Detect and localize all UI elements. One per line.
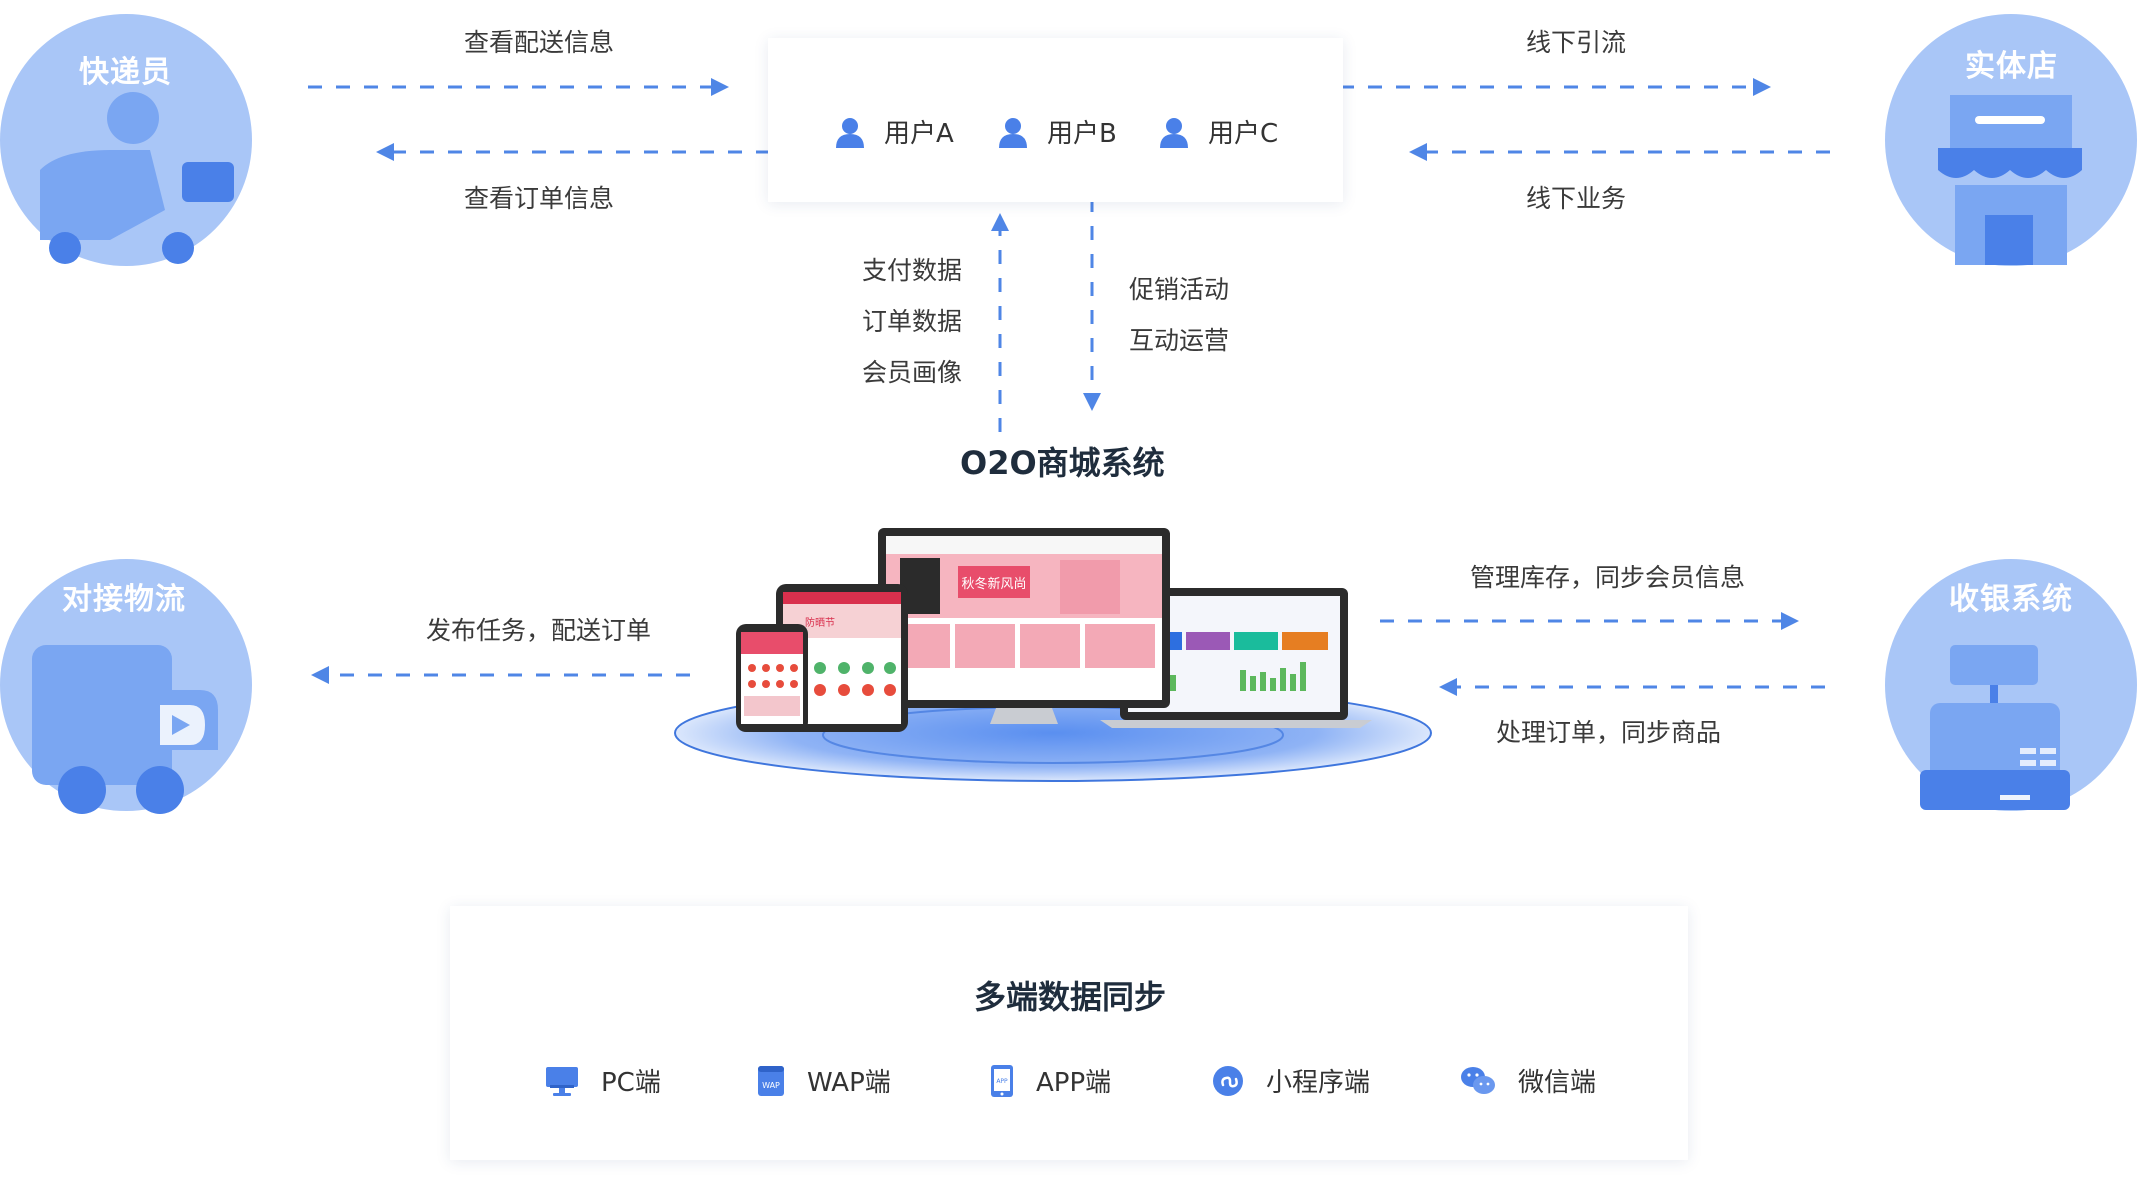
wechat-icon	[1461, 1066, 1495, 1094]
user-label: 用户B	[1047, 119, 1117, 149]
monitor-icon	[546, 1066, 578, 1096]
user-c: 用户C	[1158, 113, 1278, 150]
svg-text:APP: APP	[996, 1078, 1008, 1085]
label-view-orders: 查看订单信息	[464, 184, 615, 213]
user-icon	[1160, 117, 1188, 148]
label-process-orders: 处理订单，同步商品	[1496, 718, 1722, 747]
platform-mini-program: 小程序端	[1212, 1062, 1370, 1099]
platform-app: APP APP端	[990, 1062, 1111, 1099]
node-logistics-title: 对接物流	[62, 582, 186, 617]
label-offline-business: 线下业务	[1526, 184, 1627, 213]
monitor-device: 秋冬新风尚	[878, 528, 1170, 724]
label-offline-traffic: 线下引流	[1526, 28, 1627, 57]
platform-wechat: 微信端	[1460, 1062, 1596, 1099]
users-card: 用户A 用户B 用户C	[768, 38, 1343, 202]
label-manage-stock: 管理库存，同步会员信息	[1470, 563, 1746, 592]
system-title: O2O商城系统	[960, 444, 1165, 482]
platform-label: 小程序端	[1266, 1068, 1371, 1098]
platform-label: PC端	[601, 1068, 661, 1098]
node-courier-title: 快递员	[79, 55, 172, 90]
devices-illustration: 秋冬新风尚 防晒节	[736, 528, 1372, 732]
tablet-banner-text: 防晒节	[805, 616, 835, 629]
label-interaction: 互动运营	[1129, 326, 1230, 355]
node-store-title: 实体店	[1965, 49, 2058, 84]
label-view-delivery: 查看配送信息	[464, 28, 615, 57]
courier-illustration	[0, 14, 252, 266]
store-illustration	[1885, 14, 2137, 266]
label-promotion: 促销活动	[1129, 275, 1230, 304]
platform-label: WAP端	[807, 1068, 891, 1098]
platform-label: APP端	[1036, 1068, 1112, 1098]
platform-pc: PC端	[545, 1062, 661, 1099]
sync-card	[450, 906, 1688, 1160]
cash-register-illustration	[1885, 559, 2137, 811]
label-pay-data: 支付数据	[862, 256, 963, 285]
user-icon	[836, 117, 864, 148]
platform-label: 微信端	[1518, 1068, 1597, 1098]
label-publish-task: 发布任务，配送订单	[426, 616, 652, 645]
node-cashier-title: 收银系统	[1949, 582, 2073, 617]
label-order-data: 订单数据	[862, 307, 963, 336]
label-member-profile: 会员画像	[862, 358, 963, 387]
truck-illustration	[0, 559, 252, 814]
user-a: 用户A	[834, 113, 954, 150]
phone-device	[736, 624, 808, 732]
sync-title: 多端数据同步	[974, 978, 1167, 1016]
user-label: 用户C	[1208, 119, 1279, 149]
ad-banner-text: 秋冬新风尚	[961, 576, 1026, 592]
mini-program-icon	[1213, 1065, 1243, 1096]
app-phone-icon: APP	[991, 1064, 1013, 1097]
platform-wap: WAP WAP端	[757, 1062, 891, 1099]
user-b: 用户B	[997, 113, 1117, 150]
svg-text:WAP: WAP	[762, 1081, 780, 1090]
wap-icon: WAP	[758, 1065, 784, 1096]
user-icon	[999, 117, 1027, 148]
user-label: 用户A	[884, 119, 954, 149]
